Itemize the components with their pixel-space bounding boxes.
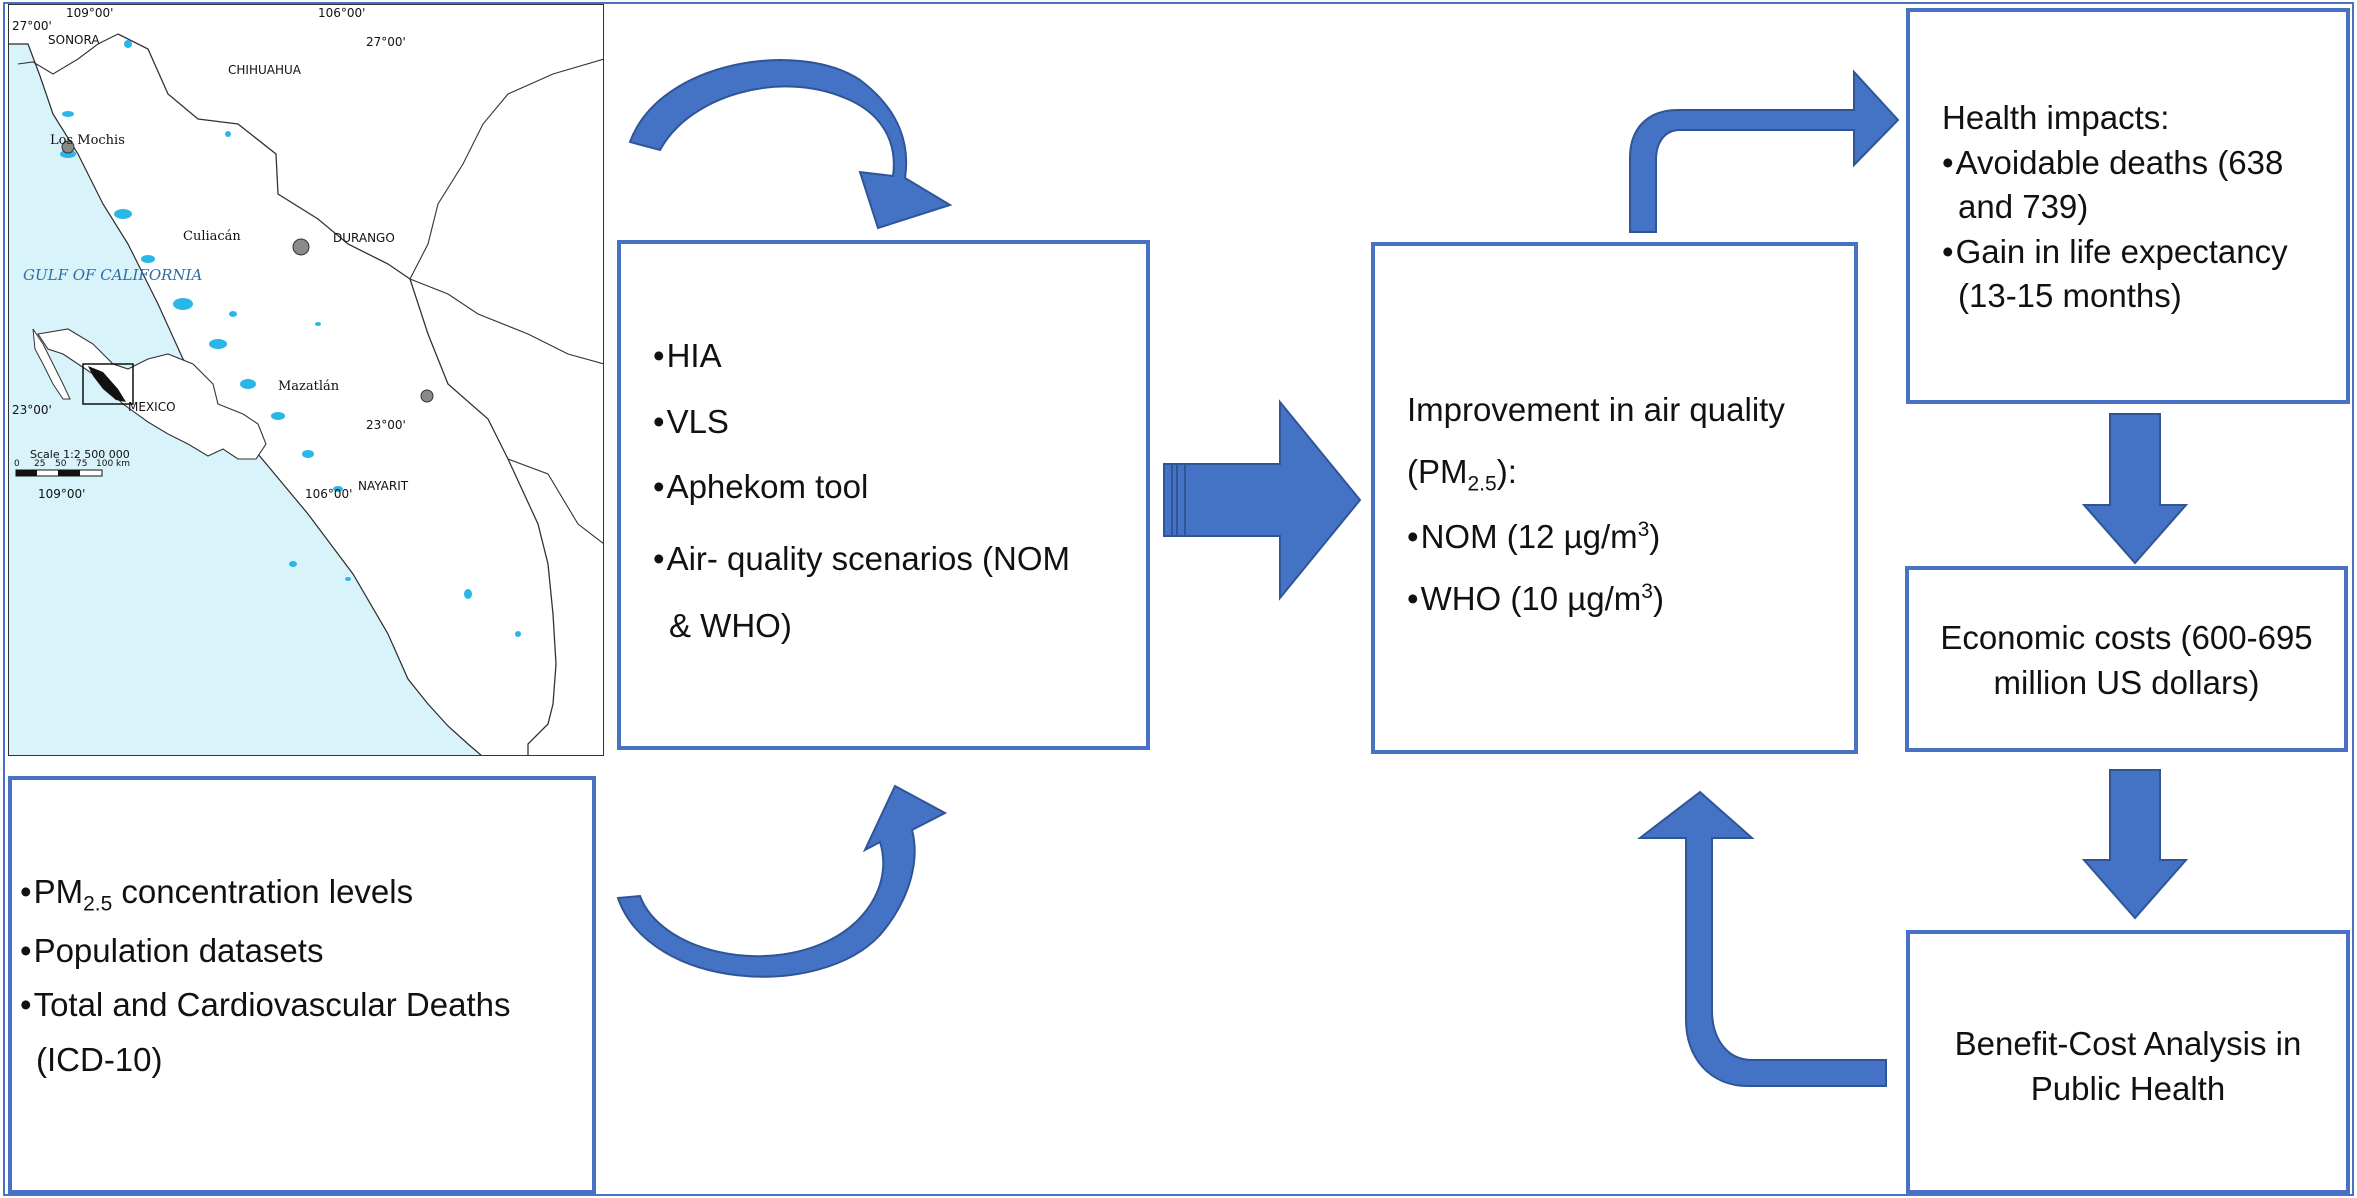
scale-title: Scale 1:2 500 000 [30, 448, 130, 461]
map-city-mazatlan: Mazatlán [278, 379, 340, 394]
down-arrow-economic-benefit [2081, 769, 2189, 920]
benefit-line-2: Public Health [2030, 1069, 2226, 1107]
curved-arrow-bottom [616, 784, 948, 978]
method-item-aphekom: Aphekom tool [653, 465, 1070, 510]
health-box: Health impacts: Avoidable deaths (638 an… [1906, 8, 2350, 404]
input-item-deaths: Total and Cardiovascular Deaths [20, 983, 511, 1028]
map-label-nayarit: NAYARIT [358, 479, 409, 493]
map-label-gulf: GULF OF CALIFORNIA [23, 266, 202, 284]
durango-border [409, 278, 604, 365]
scale-tick-4: 100 km [96, 459, 130, 469]
map-lon-top-left: 109°00' [66, 6, 113, 20]
scale-tick-0: 0 [14, 459, 20, 469]
health-item-deaths-cont: and 739) [1958, 188, 2089, 226]
sinaloa-inset-shape [88, 366, 126, 402]
input-item-icd: (ICD-10) [36, 1041, 163, 1079]
economic-box: Economic costs (600-695 million US dolla… [1905, 566, 2348, 752]
map-label-chihuahua: CHIHUAHUA [228, 63, 302, 77]
health-title: Health impacts: [1942, 99, 2170, 136]
sinaloa-map: 109°00' 106°00' 27°00' 27°00' 23°00' 23°… [8, 4, 604, 756]
improvement-box: Improvement in air quality (PM2.5): NOM … [1371, 242, 1858, 754]
map-lat-top-right: 27°00' [366, 35, 406, 49]
improvement-nom: NOM (12 µg/m3) [1407, 515, 1785, 560]
method-item-vls: VLS [653, 400, 1070, 445]
methods-box: HIA VLS Aphekom tool Air- quality scenar… [617, 240, 1150, 750]
scale-tick-2: 50 [55, 459, 67, 469]
health-item-deaths: Avoidable deaths (638 [1942, 141, 2288, 186]
inset-locator-box [82, 363, 134, 405]
input-item-population: Population datasets [20, 929, 510, 974]
chihuahua-border [409, 58, 604, 280]
arrow-stripe-2 [1176, 463, 1186, 537]
improvement-pm: (PM2.5): [1407, 452, 1517, 496]
baja-inset-shape [32, 328, 71, 400]
inputs-box: PM2.5 concentration levels Population da… [8, 776, 596, 1194]
method-item-hia: HIA [653, 334, 1070, 379]
health-item-life: Gain in life expectancy [1942, 230, 2288, 275]
map-lat-top-left: 27°00' [12, 19, 52, 33]
economic-line-2: million US dollars) [1993, 663, 2260, 701]
improvement-who: WHO (10 µg/m3) [1407, 577, 1785, 622]
benefit-box: Benefit-Cost Analysis in Public Health [1906, 930, 2350, 1194]
arrow-stripe-1 [1163, 463, 1173, 537]
map-label-mexico: MEXICO [128, 400, 176, 414]
city-markers [61, 140, 434, 403]
map-lon-top-right: 106°00' [318, 6, 365, 20]
down-arrow-health-economic [2081, 413, 2189, 565]
map-lon-bottom-left: 109°00' [38, 487, 85, 501]
bent-arrow-to-improvement [1637, 790, 1887, 1087]
map-scale-bar: Scale 1:2 500 000 0 25 50 75 100 km [14, 448, 130, 477]
scale-tick-1: 25 [34, 459, 45, 469]
input-item-pm: PM2.5 concentration levels [20, 870, 510, 919]
sinaloa-border [117, 33, 557, 756]
economic-line-1: Economic costs (600-695 [1940, 619, 2313, 656]
nayarit-border [507, 458, 604, 545]
method-item-scenarios-cont: & WHO) [669, 607, 792, 645]
map-label-sonora: SONORA [48, 33, 100, 47]
map-city-los-mochis: Los Mochis [50, 133, 125, 148]
method-item-scenarios: Air- quality scenarios (NOM [653, 537, 1070, 582]
scale-tick-3: 75 [76, 459, 87, 469]
map-label-durango: DURANGO [333, 231, 395, 245]
map-lat-bottom-left: 23°00' [12, 403, 52, 417]
sonora-border [17, 33, 119, 75]
health-item-life-cont: (13-15 months) [1958, 277, 2182, 315]
big-right-arrow [1167, 399, 1362, 601]
bent-arrow-to-health [1629, 69, 1900, 233]
map-lat-bottom-right: 23°00' [366, 418, 406, 432]
map-city-culiacan: Culiacán [183, 229, 241, 244]
benefit-line-1: Benefit-Cost Analysis in [1954, 1025, 2302, 1062]
improvement-title: Improvement in air quality [1407, 391, 1785, 428]
curved-arrow-top [628, 59, 953, 230]
map-lon-bottom-right: 106°00' [305, 487, 352, 501]
